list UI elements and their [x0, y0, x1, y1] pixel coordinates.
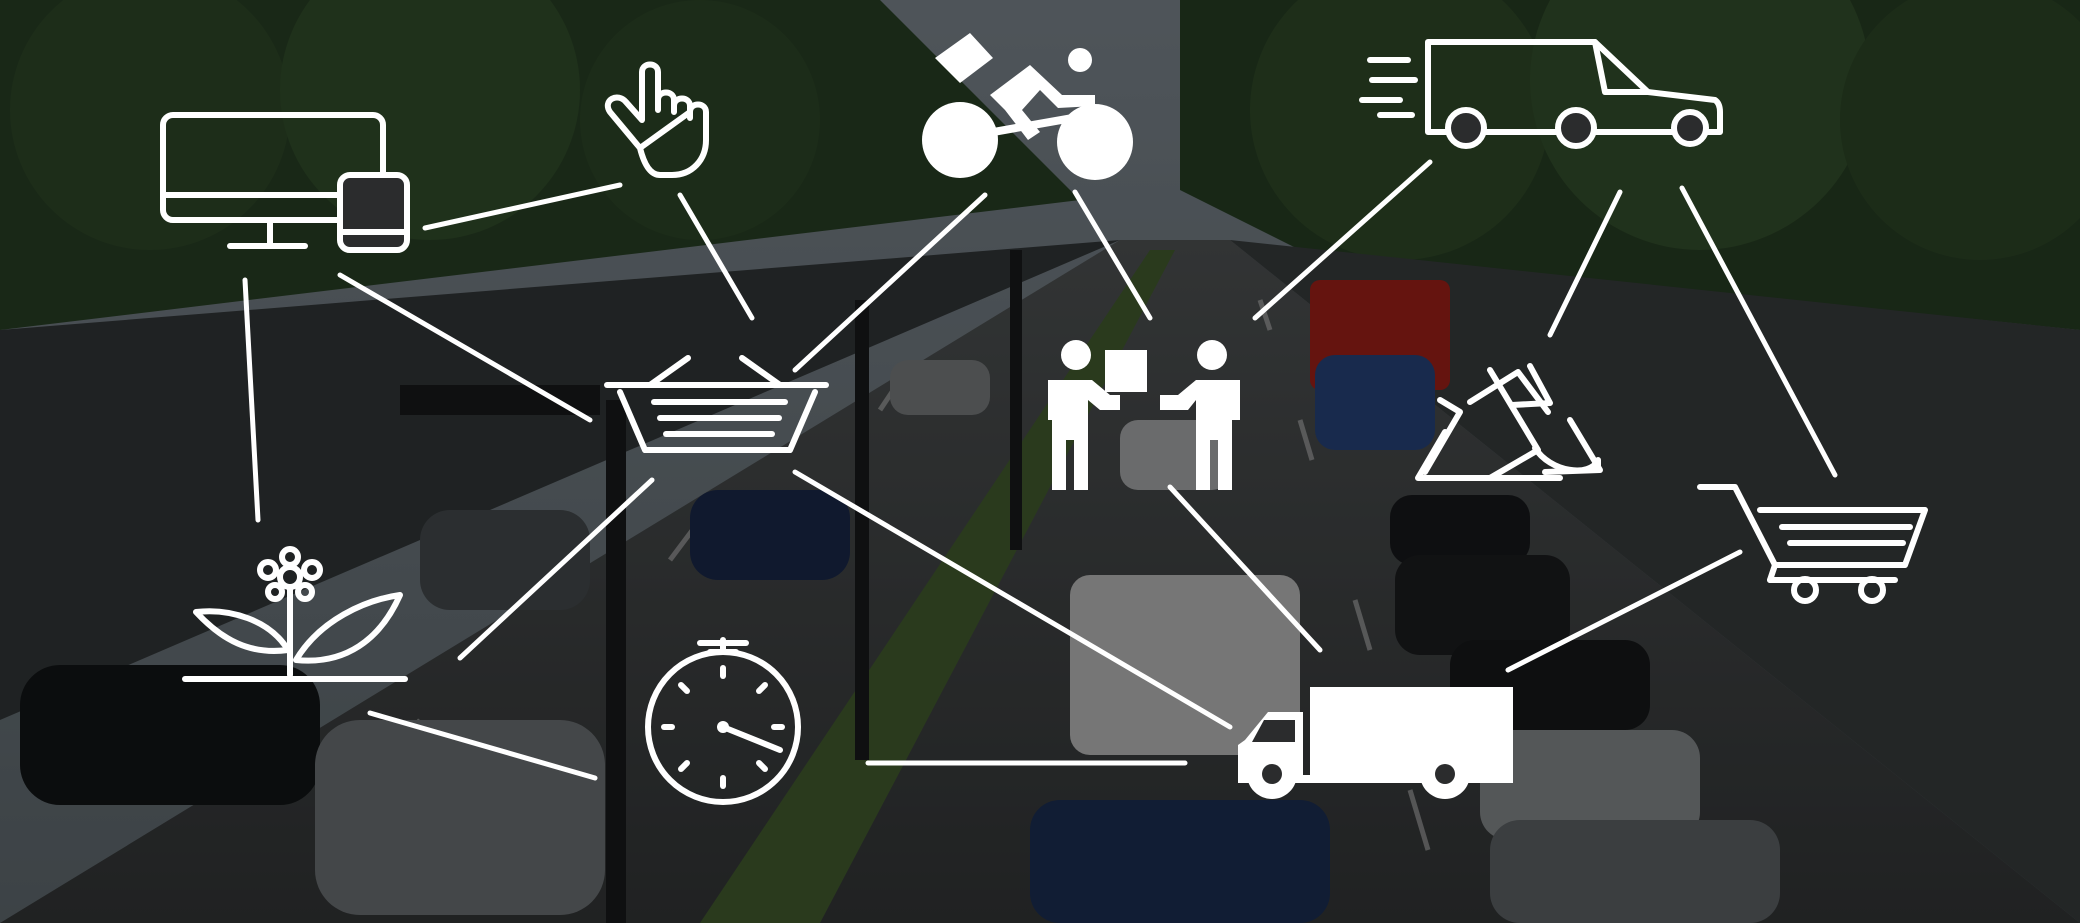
- connection-lines: [242, 159, 1838, 781]
- recycle-icon: [1415, 363, 1603, 481]
- fast-van-icon: [1359, 39, 1723, 149]
- sprouting-plant-icon: [182, 546, 408, 682]
- monitor-phone-icon: [160, 112, 410, 253]
- parcel-handover-icon: [1048, 340, 1240, 490]
- stopwatch-icon: [645, 637, 801, 805]
- shopping-basket-icon: [604, 355, 829, 453]
- shopping-cart-icon: [1697, 484, 1928, 604]
- delivery-cyclist-icon: [922, 33, 1133, 180]
- delivery-truck-icon: [1238, 687, 1513, 799]
- pointer-hand-icon: [605, 61, 709, 178]
